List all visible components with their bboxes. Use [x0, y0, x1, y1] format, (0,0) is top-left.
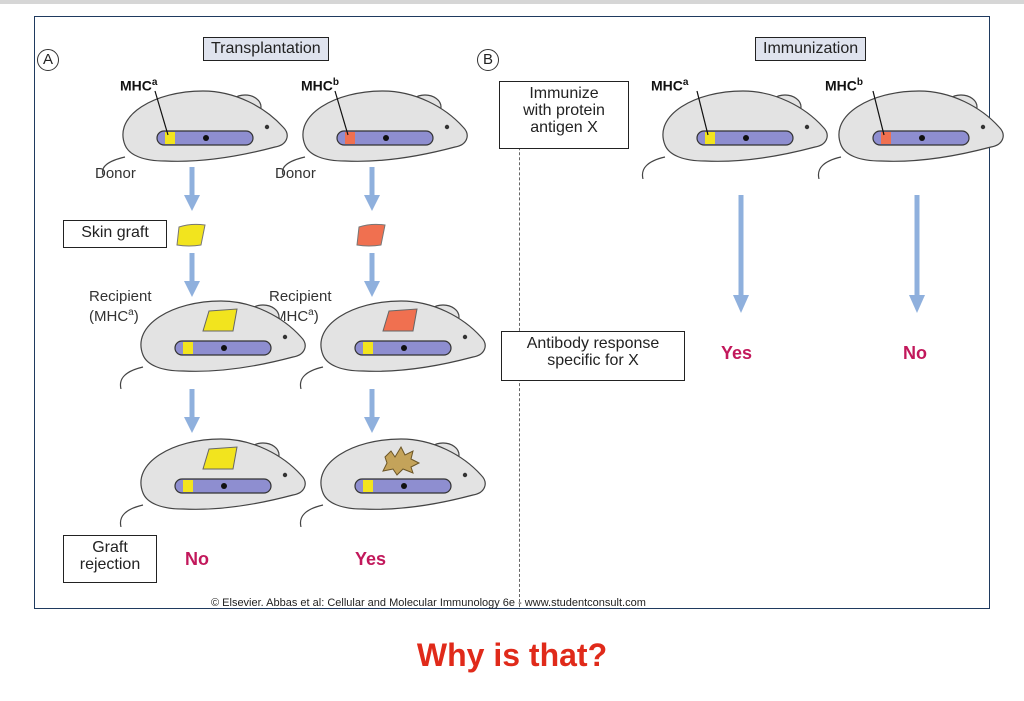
outcome-mouse-a	[119, 438, 306, 527]
outcome-mouse-b	[299, 438, 486, 527]
recipient-label-a: Recipient (MHCa)	[89, 288, 152, 325]
question-heading: Why is that?	[416, 637, 608, 673]
arrow-down-b1	[364, 167, 380, 211]
immunized-mouse-a	[641, 90, 828, 179]
recipient-mouse-b	[299, 300, 486, 389]
arrow-down-b2	[364, 253, 380, 297]
arrow-down-a2	[184, 253, 200, 297]
mhc-b-label-immun: MHCb	[825, 77, 863, 94]
panel-letter-a: A	[37, 49, 59, 71]
skin-graft-patch-a	[176, 223, 206, 247]
result-immun-b: No	[903, 343, 927, 363]
mhc-b-label-transplant: MHCb	[301, 77, 339, 94]
donor-mouse-a	[101, 90, 288, 175]
recipient-mouse-a	[119, 300, 306, 389]
arrow-down-b3	[364, 389, 380, 433]
figure-frame: A Transplantation B Immunization MHCa MH…	[34, 16, 1004, 609]
arrow-down-a1	[184, 167, 200, 211]
result-transplant-a: No	[185, 549, 209, 569]
panel-title-immunization: Immunization	[755, 37, 867, 61]
mhc-a-label-transplant: MHCa	[120, 77, 158, 94]
donor-label-a: Donor	[95, 165, 136, 182]
donor-mouse-b	[281, 90, 468, 175]
arrow-down-immun-b	[909, 195, 925, 313]
donor-label-b: Donor	[275, 165, 316, 182]
skin-graft-box: Skin graft	[63, 220, 167, 248]
panel-letter-b: B	[477, 49, 499, 71]
result-transplant-b: Yes	[355, 549, 387, 569]
panel-title-transplantation: Transplantation	[203, 37, 329, 61]
mhc-a-label-immun: MHCa	[651, 77, 689, 94]
top-border	[0, 0, 1024, 4]
immunized-mouse-b	[817, 90, 1004, 179]
result-immun-a: Yes	[721, 343, 753, 363]
copyright-credit: © Elsevier. Abbas et al: Cellular and Mo…	[211, 597, 646, 609]
arrow-down-a3	[184, 389, 200, 433]
skin-graft-patch-b	[356, 223, 386, 247]
recipient-label-b: Recipient (MHCa)	[269, 288, 332, 325]
arrow-down-immun-a	[733, 195, 749, 313]
